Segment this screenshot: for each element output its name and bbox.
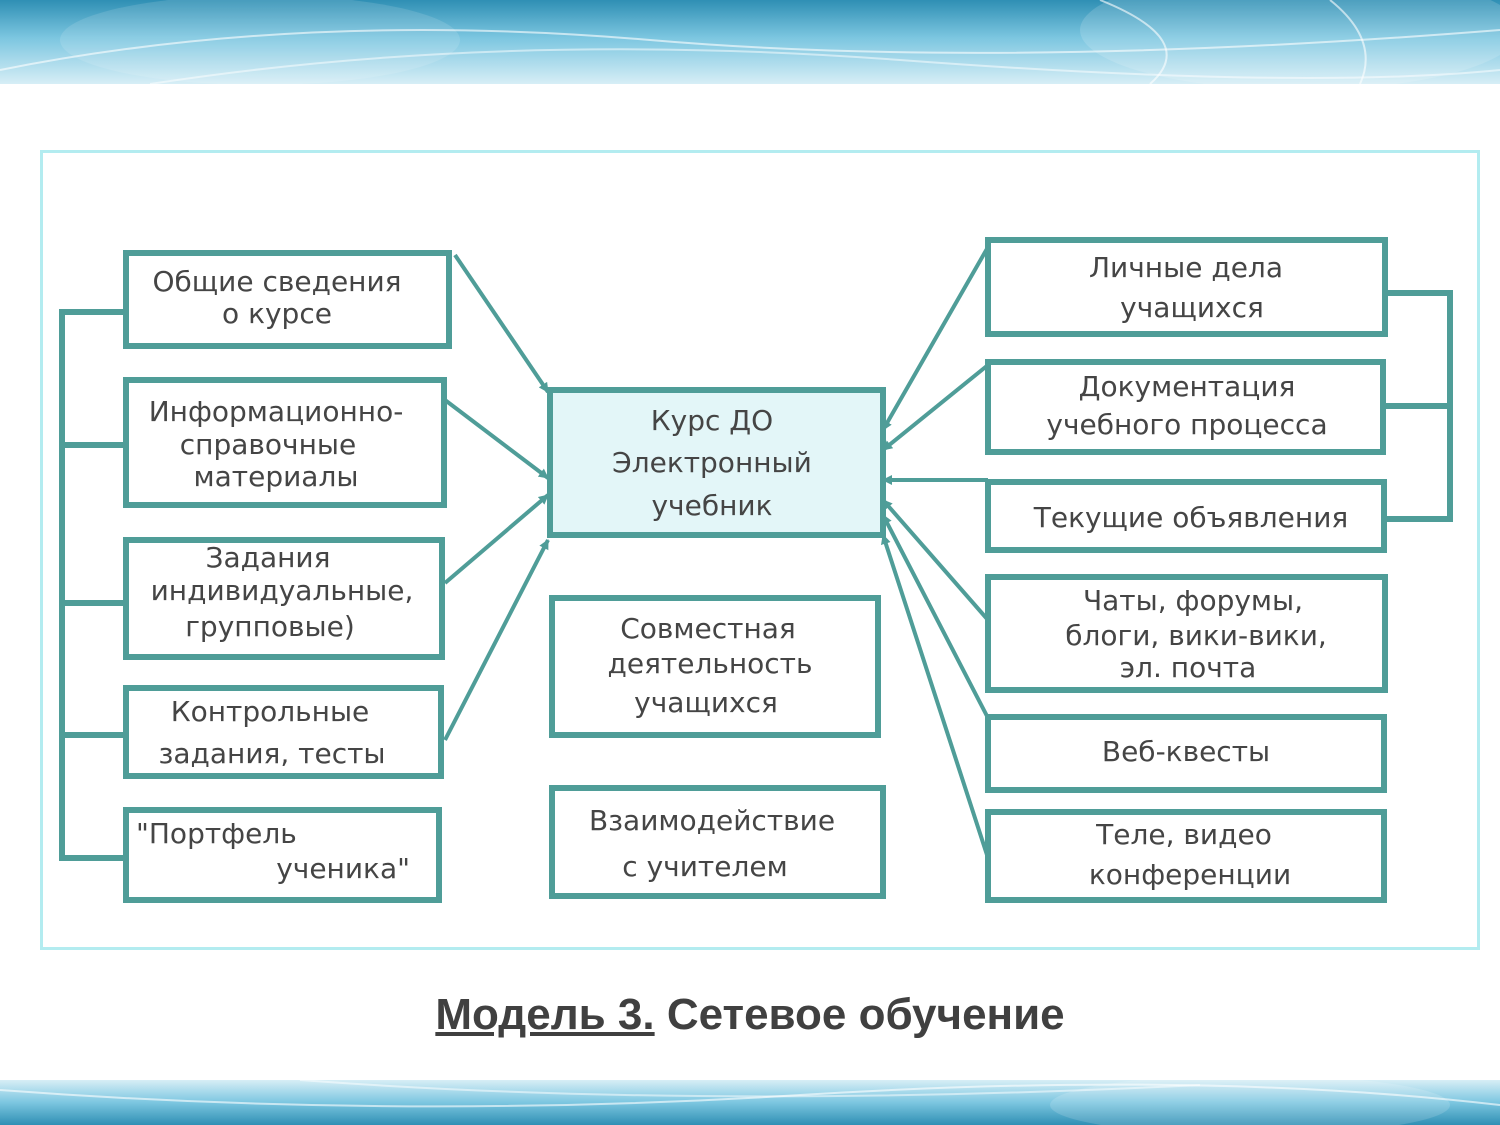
left-node-5-line-2: ученика" <box>276 852 410 885</box>
left-node-3-line-3: групповые) <box>185 610 355 643</box>
left-node-assignments: Задания индивидуальные, групповые) <box>123 537 445 660</box>
center-node: Курс ДО Электронный учебник <box>547 387 886 538</box>
middle-node-joint-activity: Совместная деятельность учащихся <box>549 595 881 738</box>
middle-node-teacher-interaction: Взаимодействие с учителем <box>549 785 886 899</box>
center-node-line-1: Курс ДО <box>651 404 773 437</box>
right-node-2-line-1: Документация <box>1079 370 1296 403</box>
right-node-4-line-2: блоги, вики-вики, <box>1065 619 1327 652</box>
left-node-control-tests: Контрольные задания, тесты <box>123 685 444 779</box>
right-node-1-line-2: учащихся <box>1120 291 1264 324</box>
left-node-2-line-1: Информационно- <box>149 395 404 428</box>
bottom-banner <box>0 1080 1500 1125</box>
arrow-right-5 <box>881 514 990 719</box>
center-node-line-2: Электронный <box>612 446 812 479</box>
right-node-6-line-1: Теле, видео <box>1095 818 1272 851</box>
right-node-4-line-3: эл. почта <box>1120 651 1257 684</box>
right-node-web-quests: Веб-квесты <box>985 714 1387 793</box>
left-node-4-line-2: задания, тесты <box>158 737 385 770</box>
left-node-reference-materials: Информационно- справочные материалы <box>123 377 447 508</box>
caption-model-label: Модель 3. <box>435 990 655 1039</box>
arrow-right-2 <box>881 363 990 452</box>
right-node-chats-forums: Чаты, форумы, блоги, вики-вики, эл. почт… <box>985 574 1388 693</box>
arrow-left-1 <box>453 253 550 394</box>
network-globe-decoration-bottom <box>0 1080 1500 1125</box>
arrow-left-3 <box>443 493 550 585</box>
right-node-2-line-2: учебного процесса <box>1046 408 1327 441</box>
right-node-4-line-1: Чаты, форумы, <box>1083 584 1303 617</box>
middle-node-2-line-1: Взаимодействие <box>589 804 835 837</box>
middle-node-1-line-1: Совместная <box>620 612 796 645</box>
arrow-right-4 <box>881 498 990 622</box>
right-node-announcements: Текущие объявления <box>985 479 1387 553</box>
right-node-6-line-2: конференции <box>1089 858 1291 891</box>
network-globe-decoration <box>0 0 1500 84</box>
left-node-2-line-3: материалы <box>194 460 359 493</box>
slide-caption: Модель 3. Сетевое обучение <box>0 990 1500 1040</box>
left-node-2-line-2: справочные <box>180 428 356 461</box>
middle-node-1-line-2: деятельность <box>607 647 812 680</box>
left-bracket <box>59 309 126 861</box>
middle-node-1-line-3: учащихся <box>634 686 778 719</box>
left-node-general-info: Общие сведения о курсе <box>123 250 452 349</box>
right-node-5-line-1: Веб-квесты <box>1102 735 1270 768</box>
left-node-student-portfolio: "Портфель ученика" <box>123 807 442 903</box>
top-banner <box>0 0 1500 84</box>
right-node-1-line-1: Личные дела <box>1089 251 1283 284</box>
arrow-right-1 <box>881 246 990 431</box>
left-node-1-line-2: о курсе <box>222 297 332 330</box>
arrow-left-2 <box>443 398 550 480</box>
right-bracket <box>1385 290 1453 522</box>
left-node-5-line-1: "Портфель <box>136 817 297 850</box>
right-node-documentation: Документация учебного процесса <box>985 359 1386 455</box>
left-node-3-line-1: Задания <box>206 541 331 574</box>
middle-node-2-line-2: с учителем <box>622 850 787 883</box>
right-node-personal-files: Личные дела учащихся <box>985 237 1388 337</box>
left-node-4-line-1: Контрольные <box>171 695 370 728</box>
arrow-left-4 <box>443 539 550 741</box>
caption-title: Сетевое обучение <box>666 990 1065 1039</box>
arrow-right-6 <box>881 534 990 859</box>
center-node-line-3: учебник <box>651 489 772 522</box>
left-node-1-line-1: Общие сведения <box>152 265 401 298</box>
left-node-3-line-2: индивидуальные, <box>151 574 414 607</box>
right-node-3-line-1: Текущие объявления <box>1033 501 1349 534</box>
right-node-conferences: Теле, видео конференции <box>985 809 1387 903</box>
